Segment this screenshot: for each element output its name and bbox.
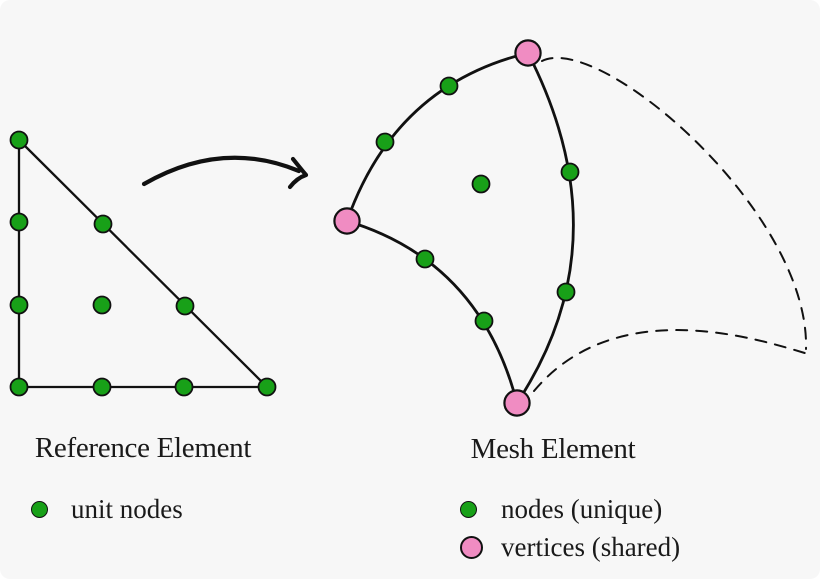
legend-item-unit-nodes: unit nodes [31, 492, 183, 526]
mesh-node [556, 282, 576, 302]
unit-node-swatch-icon [31, 500, 48, 518]
mesh-vertex-swatch-icon [460, 535, 483, 559]
mesh-element-title: Mesh Element [470, 433, 636, 465]
reference-legend: unit nodes [31, 492, 183, 526]
unit-node [93, 214, 113, 234]
unit-node [174, 377, 194, 397]
unit-node [9, 130, 29, 150]
unit-nodes-label: unit nodes [71, 493, 183, 524]
mesh-element-edge [345, 51, 530, 223]
mesh-node [471, 174, 491, 194]
mesh-node [439, 76, 459, 96]
unit-node [92, 295, 112, 315]
mesh-vertex [333, 207, 361, 235]
reference-triangle-outline [17, 138, 269, 389]
mesh-node [474, 311, 494, 331]
unit-node [9, 295, 29, 315]
unit-node [9, 377, 29, 397]
mesh-element-edge [515, 51, 575, 405]
adjacent-element-dashed-edge [541, 57, 808, 350]
mesh-node [560, 162, 580, 182]
legend-item-vertices-shared: vertices (shared) [460, 530, 680, 564]
mesh-vertex [503, 389, 531, 417]
mesh-vertex [514, 39, 542, 67]
vertices-shared-label: vertices (shared) [501, 531, 681, 562]
mesh-node [415, 249, 435, 269]
map-arrow [141, 155, 302, 187]
unit-node [9, 212, 29, 232]
unit-node [175, 296, 195, 316]
map-arrow-head-icon [287, 156, 309, 190]
mesh-node-swatch-icon [460, 500, 477, 518]
reference-element-title: Reference Element [34, 432, 252, 464]
diagram-layer [9, 39, 809, 417]
mesh-element-edge [345, 219, 519, 405]
adjacent-element-dashed-edge [533, 329, 809, 392]
unit-node [257, 377, 277, 397]
unit-node [92, 377, 112, 397]
mesh-node [375, 132, 395, 152]
legend-item-nodes-unique: nodes (unique) [460, 492, 680, 526]
mesh-legend: nodes (unique) vertices (shared) [460, 492, 680, 564]
nodes-unique-label: nodes (unique) [501, 493, 663, 524]
